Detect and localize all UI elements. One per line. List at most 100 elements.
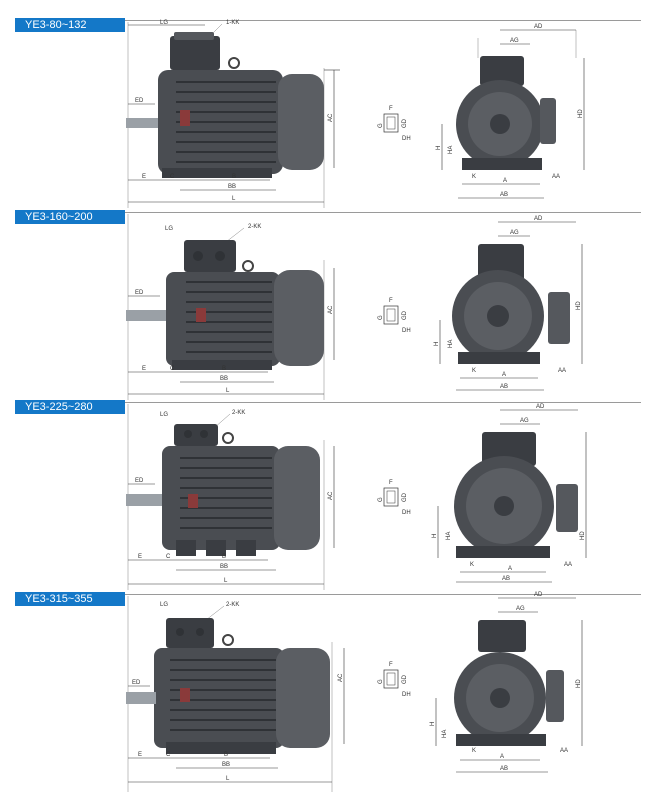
dim-B: B xyxy=(222,554,226,560)
dim-H: H xyxy=(430,722,436,726)
dim-C: C xyxy=(170,366,175,372)
dim-E: E xyxy=(142,174,146,180)
dim-GD: GD xyxy=(402,118,408,128)
dim-LG: LG xyxy=(160,412,168,418)
dim-LG: LG xyxy=(160,602,168,608)
dim-AA: AA xyxy=(560,748,568,754)
front-view: AD AG HD H HA K A AA AB xyxy=(432,404,587,583)
shaft-key-detail: F G GD DH xyxy=(378,298,411,334)
dim-BB: BB xyxy=(228,184,236,190)
dim-E: E xyxy=(138,752,142,758)
front-view: AD AG HD H HA K A AA AB xyxy=(434,216,583,391)
dim-H: H xyxy=(434,342,440,346)
dim-AC: AC xyxy=(328,491,334,500)
section-title: YE3-315~355 xyxy=(15,592,125,606)
dim-AC: AC xyxy=(338,673,344,682)
cable-entry-label: 2-KK xyxy=(232,410,245,416)
dim-BB: BB xyxy=(220,564,228,570)
dim-GD: GD xyxy=(402,310,408,320)
dim-AB: AB xyxy=(500,766,508,772)
dim-G: G xyxy=(378,679,384,684)
side-view: LG 1-KK xyxy=(126,20,340,208)
shaft-key-detail: F G GD DH xyxy=(378,106,411,142)
dim-AG: AG xyxy=(520,418,529,424)
dim-HD: HD xyxy=(576,301,582,310)
dim-K: K xyxy=(470,562,474,568)
cable-entry-label: 2-KK xyxy=(248,224,261,230)
dim-LG: LG xyxy=(165,226,173,232)
dim-ED: ED xyxy=(132,680,141,686)
dim-L: L xyxy=(232,196,236,202)
shaft-key-detail: F G GD DH xyxy=(378,480,411,516)
dim-AC: AC xyxy=(328,305,334,314)
dim-AB: AB xyxy=(500,192,508,198)
side-view: LG 2-KK AC xyxy=(126,404,335,590)
dim-B: B xyxy=(232,174,236,180)
drawing-3: LG 2-KK AC xyxy=(126,404,587,590)
dim-H: H xyxy=(432,534,438,538)
dim-F: F xyxy=(389,298,393,304)
section-title: YE3-80~132 xyxy=(15,18,125,32)
dim-E: E xyxy=(142,366,146,372)
dim-ED: ED xyxy=(135,478,144,484)
dim-L: L xyxy=(226,776,230,782)
dim-HD: HD xyxy=(576,679,582,688)
dim-AC: AC xyxy=(328,113,334,122)
dim-ED: ED xyxy=(135,290,144,296)
dim-HD: HD xyxy=(578,109,584,118)
dim-G: G xyxy=(378,315,384,320)
dim-AG: AG xyxy=(510,38,519,44)
dim-K: K xyxy=(472,368,476,374)
section-divider xyxy=(125,402,641,403)
dim-DH: DH xyxy=(402,510,411,516)
dim-HA: HA xyxy=(442,730,448,738)
dim-F: F xyxy=(389,106,393,112)
drawing-1: L G 1-KK xyxy=(126,20,585,208)
dim-HA: HA xyxy=(446,532,452,540)
dim-C: C xyxy=(166,752,171,758)
section-title: YE3-225~280 xyxy=(15,400,125,414)
dim-AB: AB xyxy=(502,576,510,582)
dim-AD: AD xyxy=(534,592,543,598)
dim-AG: AG xyxy=(510,230,519,236)
motor-section-1: YE3-80~132 L G 1-KK xyxy=(0,18,645,208)
dim-F: F xyxy=(389,480,393,486)
dim-HD: HD xyxy=(580,531,586,540)
drawing-4: LG 2-KK AC E xyxy=(126,592,583,792)
dim-GD: GD xyxy=(402,492,408,502)
dim-AD: AD xyxy=(534,24,543,30)
dim-K: K xyxy=(472,748,476,754)
dim-AA: AA xyxy=(564,562,572,568)
dim-A: A xyxy=(508,566,512,572)
dim-BB: BB xyxy=(222,762,230,768)
dim-HA: HA xyxy=(448,340,454,348)
dim-F: F xyxy=(389,662,393,668)
dim-E: E xyxy=(138,554,142,560)
dim-A: A xyxy=(500,754,504,760)
dim-AB: AB xyxy=(500,384,508,390)
dim-ED: ED xyxy=(135,98,144,104)
dim-DH: DH xyxy=(402,136,411,142)
dim-K: K xyxy=(472,174,476,180)
dim-AG: AG xyxy=(516,606,525,612)
side-view: LG 2-KK AC E xyxy=(126,596,345,792)
side-view: LG 2-KK AC E xyxy=(126,214,335,400)
cable-entry-label: 1-KK xyxy=(226,20,239,26)
section-divider xyxy=(125,594,641,595)
dim-H: H xyxy=(436,146,442,150)
dim-B: B xyxy=(222,366,226,372)
section-divider xyxy=(125,212,641,213)
dim-DH: DH xyxy=(402,692,411,698)
front-view: AD AG HD H HA K A AA AB xyxy=(436,24,585,199)
dim-A: A xyxy=(502,372,506,378)
dim-GD: GD xyxy=(402,674,408,684)
section-title: YE3-160~200 xyxy=(15,210,125,224)
motor-section-2: YE3-160~200 LG 2-KK xyxy=(0,210,645,400)
motor-section-4: YE3-315~355 LG 2-KK xyxy=(0,592,645,792)
dim-DH: DH xyxy=(402,328,411,334)
drawing-2: LG 2-KK AC E xyxy=(126,214,583,400)
dim-G: G xyxy=(378,497,384,502)
dim-G: G xyxy=(378,123,384,128)
dim-L: L xyxy=(224,578,228,584)
dim-AD: AD xyxy=(536,404,545,410)
